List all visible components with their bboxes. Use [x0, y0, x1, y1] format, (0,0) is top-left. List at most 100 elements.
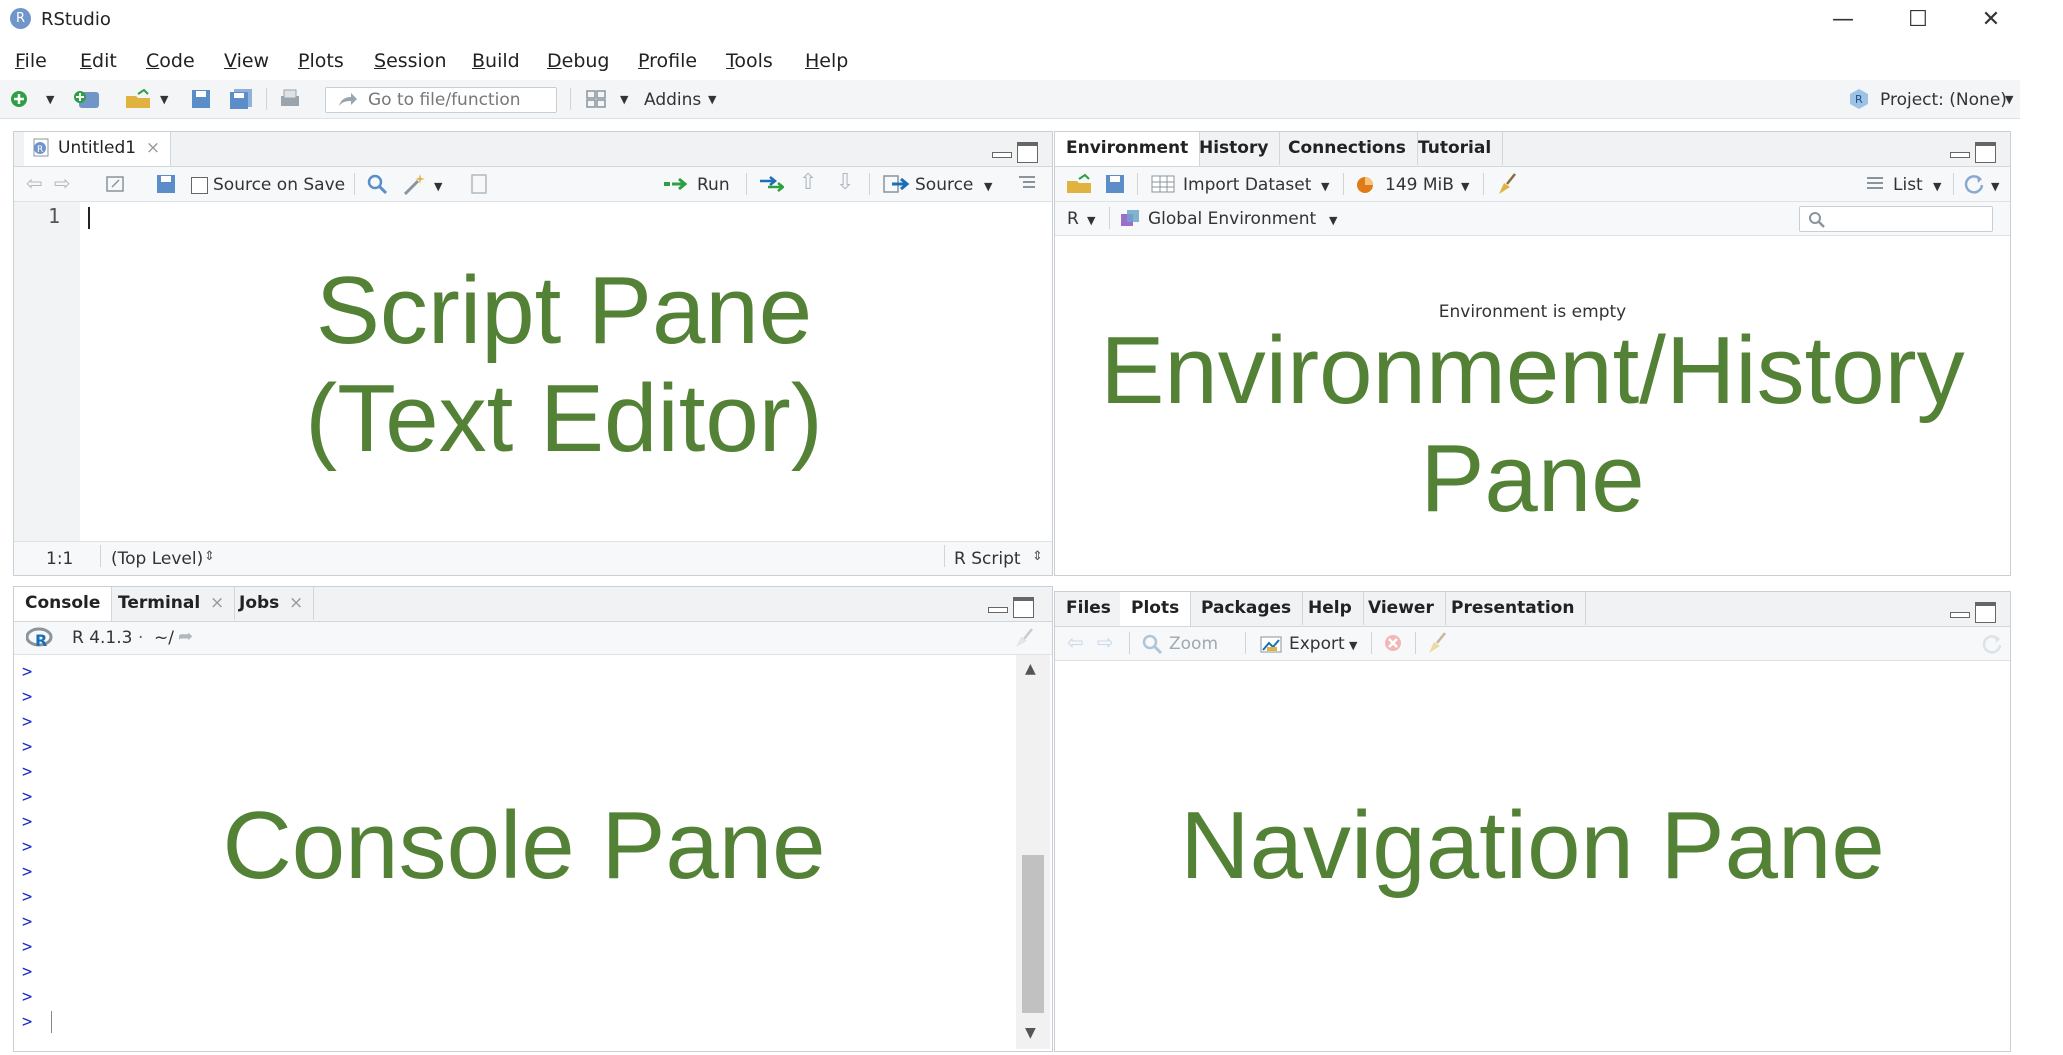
go-up-icon[interactable]: ⇧: [799, 170, 818, 195]
project-menu[interactable]: Project: (None): [1880, 90, 2007, 110]
environment-search-input[interactable]: [1799, 206, 1993, 232]
tab-help[interactable]: Help: [1297, 592, 1364, 625]
print-icon[interactable]: [277, 88, 303, 110]
scroll-down-icon[interactable]: ▼: [1025, 1025, 1036, 1041]
project-dropdown-icon[interactable]: ▼: [2005, 93, 2014, 106]
tab-connections[interactable]: Connections: [1277, 132, 1418, 165]
close-tab-icon[interactable]: ×: [209, 593, 225, 613]
open-file-icon[interactable]: [124, 88, 154, 110]
go-to-directory-icon[interactable]: ➦: [178, 626, 194, 647]
tab-terminal[interactable]: Terminal×: [107, 587, 236, 620]
minimize-pane-icon[interactable]: [988, 607, 1008, 613]
previous-plot-icon[interactable]: ⇦: [1067, 630, 1084, 654]
export-button[interactable]: Export: [1289, 634, 1345, 654]
tab-history[interactable]: History: [1188, 132, 1281, 165]
menu-profile[interactable]: Profile: [638, 50, 698, 72]
menu-session[interactable]: Session: [374, 50, 447, 72]
tab-presentation[interactable]: Presentation: [1440, 592, 1587, 625]
scope-selector[interactable]: (Top Level): [111, 549, 204, 569]
close-tab-icon[interactable]: ×: [145, 138, 161, 158]
save-script-icon[interactable]: [156, 174, 176, 194]
scrollbar-thumb[interactable]: [1022, 855, 1044, 1013]
save-workspace-icon[interactable]: [1105, 174, 1125, 194]
tab-viewer[interactable]: Viewer: [1357, 592, 1446, 625]
scope-updown-icon[interactable]: ⇕: [204, 549, 215, 564]
environment-pane-minmax[interactable]: [1950, 142, 2000, 163]
next-plot-icon[interactable]: ⇨: [1097, 630, 1114, 654]
tab-tutorial[interactable]: Tutorial: [1407, 132, 1504, 165]
clear-plots-broom-icon[interactable]: [1425, 631, 1449, 655]
source-dropdown-icon[interactable]: ▼: [984, 180, 993, 193]
environment-scope-selector[interactable]: Global Environment: [1148, 209, 1317, 229]
clear-broom-icon[interactable]: [1495, 172, 1519, 196]
addins-menu[interactable]: Addins: [644, 90, 702, 110]
close-tab-icon[interactable]: ×: [289, 593, 304, 613]
menu-plots[interactable]: Plots: [298, 50, 344, 72]
maximize-pane-icon[interactable]: [1975, 142, 1996, 163]
menu-build[interactable]: Build: [472, 50, 520, 72]
menu-help[interactable]: Help: [805, 50, 849, 72]
load-workspace-icon[interactable]: [1065, 173, 1095, 195]
tab-plots[interactable]: Plots: [1120, 592, 1192, 626]
go-down-icon[interactable]: ⇩: [836, 170, 855, 195]
minimize-pane-icon[interactable]: [992, 152, 1012, 158]
menu-code[interactable]: Code: [146, 50, 195, 72]
save-icon[interactable]: [190, 88, 212, 110]
import-dropdown-icon[interactable]: ▼: [1321, 180, 1330, 193]
open-file-dropdown-icon[interactable]: ▼: [160, 93, 169, 106]
go-to-file-input[interactable]: Go to file/function: [325, 87, 557, 113]
working-directory[interactable]: ~/: [154, 628, 174, 648]
scope-dropdown-icon[interactable]: ▼: [1329, 214, 1338, 227]
maximize-button[interactable]: ☐: [1908, 7, 1928, 32]
panes-dropdown-icon[interactable]: ▼: [620, 93, 629, 106]
navigation-pane-minmax[interactable]: [1950, 602, 2000, 623]
refresh-icon[interactable]: [1963, 173, 1985, 195]
new-file-icon[interactable]: [8, 88, 30, 110]
refresh-dropdown-icon[interactable]: ▼: [1991, 180, 2000, 193]
back-arrow-icon[interactable]: ⇦: [26, 171, 43, 195]
memory-usage[interactable]: 149 MiB: [1385, 175, 1454, 195]
maximize-pane-icon[interactable]: [1013, 597, 1034, 618]
menu-file[interactable]: File: [15, 50, 47, 72]
console-pane-minmax[interactable]: [988, 597, 1038, 618]
search-icon[interactable]: [366, 173, 388, 195]
save-all-icon[interactable]: [228, 88, 254, 110]
run-button[interactable]: Run: [697, 175, 730, 195]
menu-tools[interactable]: Tools: [726, 50, 773, 72]
source-button[interactable]: Source: [915, 175, 974, 195]
list-view-button[interactable]: List: [1893, 175, 1923, 195]
maximize-pane-icon[interactable]: [1017, 142, 1038, 163]
scroll-up-icon[interactable]: ▲: [1025, 661, 1036, 677]
close-window-button[interactable]: ✕: [1981, 7, 2001, 32]
minimize-button[interactable]: —: [1832, 7, 1854, 32]
new-file-dropdown-icon[interactable]: ▼: [46, 93, 55, 106]
tab-console[interactable]: Console: [14, 587, 113, 621]
source-on-save-checkbox[interactable]: [191, 177, 208, 194]
code-tools-dropdown-icon[interactable]: ▼: [434, 180, 443, 193]
workspace-panes-icon[interactable]: [585, 88, 607, 110]
maximize-pane-icon[interactable]: [1975, 602, 1996, 623]
code-editor[interactable]: [80, 202, 1052, 541]
script-pane-minmax[interactable]: [992, 142, 1042, 163]
compile-report-icon[interactable]: [469, 173, 489, 195]
zoom-button[interactable]: Zoom: [1169, 634, 1219, 654]
new-project-icon[interactable]: [72, 88, 102, 110]
tab-environment[interactable]: Environment: [1055, 132, 1201, 166]
language-selector[interactable]: R: [1067, 209, 1079, 229]
rerun-icon[interactable]: [758, 175, 784, 193]
file-type-selector[interactable]: R Script: [954, 549, 1021, 569]
forward-arrow-icon[interactable]: ⇨: [54, 171, 71, 195]
minimize-pane-icon[interactable]: [1950, 612, 1970, 618]
memory-dropdown-icon[interactable]: ▼: [1461, 180, 1470, 193]
tab-untitled1[interactable]: R Untitled1 ×: [24, 132, 172, 166]
menu-debug[interactable]: Debug: [547, 50, 610, 72]
clear-console-icon[interactable]: [1012, 627, 1036, 649]
export-dropdown-icon[interactable]: ▼: [1349, 639, 1358, 652]
menu-view[interactable]: View: [224, 50, 270, 72]
tab-packages[interactable]: Packages: [1190, 592, 1304, 625]
console-scrollbar[interactable]: ▲ ▼: [1016, 655, 1050, 1049]
import-dataset-button[interactable]: Import Dataset: [1183, 175, 1312, 195]
show-in-window-icon[interactable]: [104, 173, 126, 195]
list-dropdown-icon[interactable]: ▼: [1933, 180, 1942, 193]
document-outline-icon[interactable]: [1017, 174, 1037, 192]
